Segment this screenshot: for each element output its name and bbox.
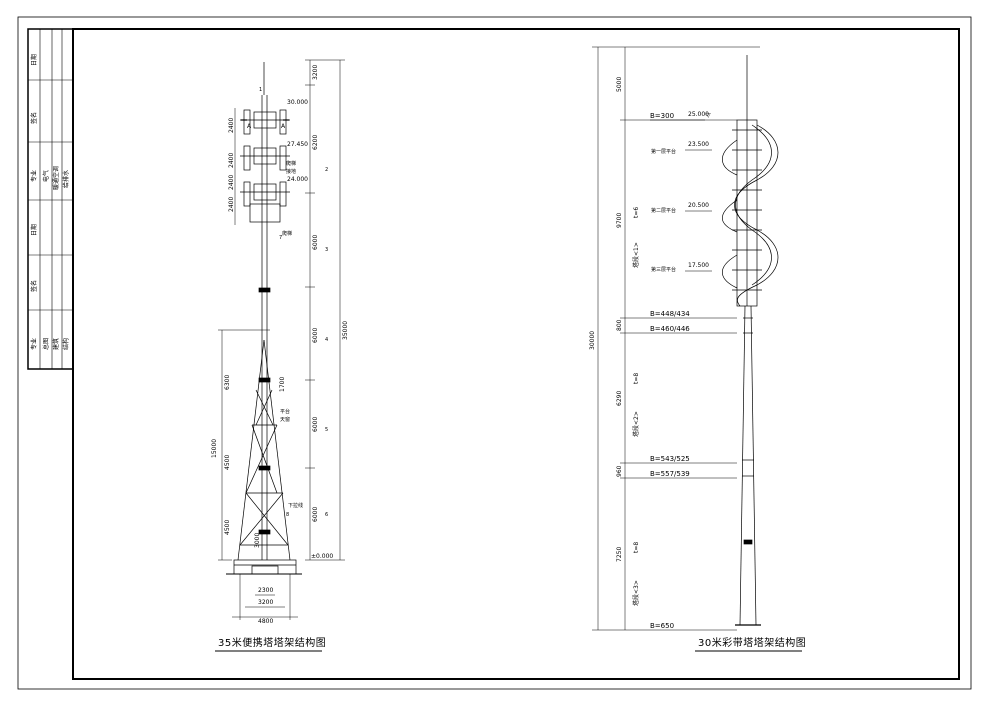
dim-label: 6290 xyxy=(616,390,623,406)
platform-label: 第一层平台 xyxy=(651,149,677,155)
title-block-cell: 日期 xyxy=(31,223,38,236)
section-label: A xyxy=(281,123,286,130)
elevation-label: 23.500 xyxy=(688,141,709,148)
dim-label: 2400 xyxy=(228,117,235,133)
part-number: 5 xyxy=(325,427,329,433)
dim-total: 15000 xyxy=(211,438,218,458)
dim-label: 3200 xyxy=(312,64,319,80)
title-block-cell: 暖通空调 xyxy=(53,165,60,190)
dim-label: 800 xyxy=(616,319,623,331)
dim-label: 6000 xyxy=(312,506,319,522)
section-label: A xyxy=(247,123,252,130)
right-drawing-title: 30米彩带塔塔架结构图 xyxy=(698,638,807,649)
part-number: 6 xyxy=(325,512,329,518)
dim-label: 3000 xyxy=(254,532,261,548)
dim-label: 6000 xyxy=(312,327,319,343)
dim-label: 6200 xyxy=(312,134,319,150)
dim-label: 2400 xyxy=(228,196,235,212)
dim-label: 6000 xyxy=(312,416,319,432)
dim-label: 3200 xyxy=(258,599,274,606)
elevation-label: 24.000 xyxy=(287,176,308,183)
thickness-label: t=8 xyxy=(633,541,640,553)
right-dimensions xyxy=(592,46,802,652)
title-block-cell: 总图 xyxy=(43,337,50,350)
dim-label: 2400 xyxy=(228,174,235,190)
part-number: 8 xyxy=(286,512,290,518)
note-label: 平台 xyxy=(280,409,291,415)
part-number: 7 xyxy=(279,235,283,241)
dim-total: 30000 xyxy=(589,330,596,350)
note-label: 接地 xyxy=(286,169,297,175)
note-label: 爬梯 xyxy=(286,161,297,167)
b-label: B=460/446 xyxy=(650,325,690,333)
dim-label: 5000 xyxy=(616,76,623,92)
title-block-cell: 给排水 xyxy=(63,169,70,188)
note-label: 天窗 xyxy=(280,417,291,423)
part-number: 3 xyxy=(325,247,329,253)
inner-border xyxy=(72,28,960,680)
left-tower xyxy=(226,62,302,575)
outer-border xyxy=(17,16,972,690)
part-number: 2 xyxy=(325,167,329,173)
left-dimensions xyxy=(215,59,345,652)
thickness-label: t=8 xyxy=(633,372,640,384)
b-label: B=448/434 xyxy=(650,310,690,318)
note-label: 爬梯 xyxy=(282,231,293,237)
dim-label: 960 xyxy=(616,465,623,477)
b-label: B=300 xyxy=(650,112,675,120)
title-block-cell: 日期 xyxy=(31,53,38,66)
thickness-label: t=6 xyxy=(633,206,640,218)
part-number: 4 xyxy=(325,337,329,343)
note-label: 下拉线 xyxy=(288,503,304,509)
dim-label: 6000 xyxy=(312,234,319,250)
dim-label: 1700 xyxy=(279,376,286,392)
segment-label: 塔段<1> xyxy=(633,242,640,268)
ground-label: ±0.000 xyxy=(311,553,334,560)
elevation-label: 30.000 xyxy=(287,99,308,106)
title-block-cell: 建筑 xyxy=(53,337,60,350)
dim-label: 7250 xyxy=(616,546,623,562)
dim-label: 4500 xyxy=(224,454,231,470)
title-block-cell: 签名 xyxy=(31,279,38,292)
title-block-cell: 签名 xyxy=(31,111,38,124)
dim-label: 6300 xyxy=(224,374,231,390)
b-label: B=650 xyxy=(650,622,675,630)
title-block-cell: 专业 xyxy=(31,169,38,182)
level-mark: ▽ xyxy=(706,112,711,119)
right-tower xyxy=(722,55,779,626)
elevation-label: 20.500 xyxy=(688,202,709,209)
platform-label: 第二层平台 xyxy=(651,208,677,214)
platform-label: 第三层平台 xyxy=(651,267,677,273)
b-label: B=543/525 xyxy=(650,455,690,463)
segment-label: 塔段<3> xyxy=(633,580,640,606)
dim-total: 35000 xyxy=(342,320,349,340)
dim-label: 2300 xyxy=(258,587,274,594)
dim-label: 9700 xyxy=(616,212,623,228)
title-block xyxy=(27,28,74,370)
dim-label: 4500 xyxy=(224,519,231,535)
segment-label: 塔段<2> xyxy=(633,411,640,437)
elevation-label: 17.500 xyxy=(688,262,709,269)
dim-label: 2400 xyxy=(228,152,235,168)
b-label: B=557/539 xyxy=(650,470,690,478)
title-block-cell: 电气 xyxy=(43,169,50,182)
elevation-label: 27.450 xyxy=(287,141,308,148)
elevation-label: 25.000 xyxy=(688,111,709,118)
part-number: 1 xyxy=(259,87,263,93)
title-block-cell: 专业 xyxy=(31,337,38,350)
dim-label: 4800 xyxy=(258,618,274,625)
title-block-cell: 结构 xyxy=(63,337,70,350)
left-drawing-title: 35米便携塔塔架结构图 xyxy=(218,638,327,649)
